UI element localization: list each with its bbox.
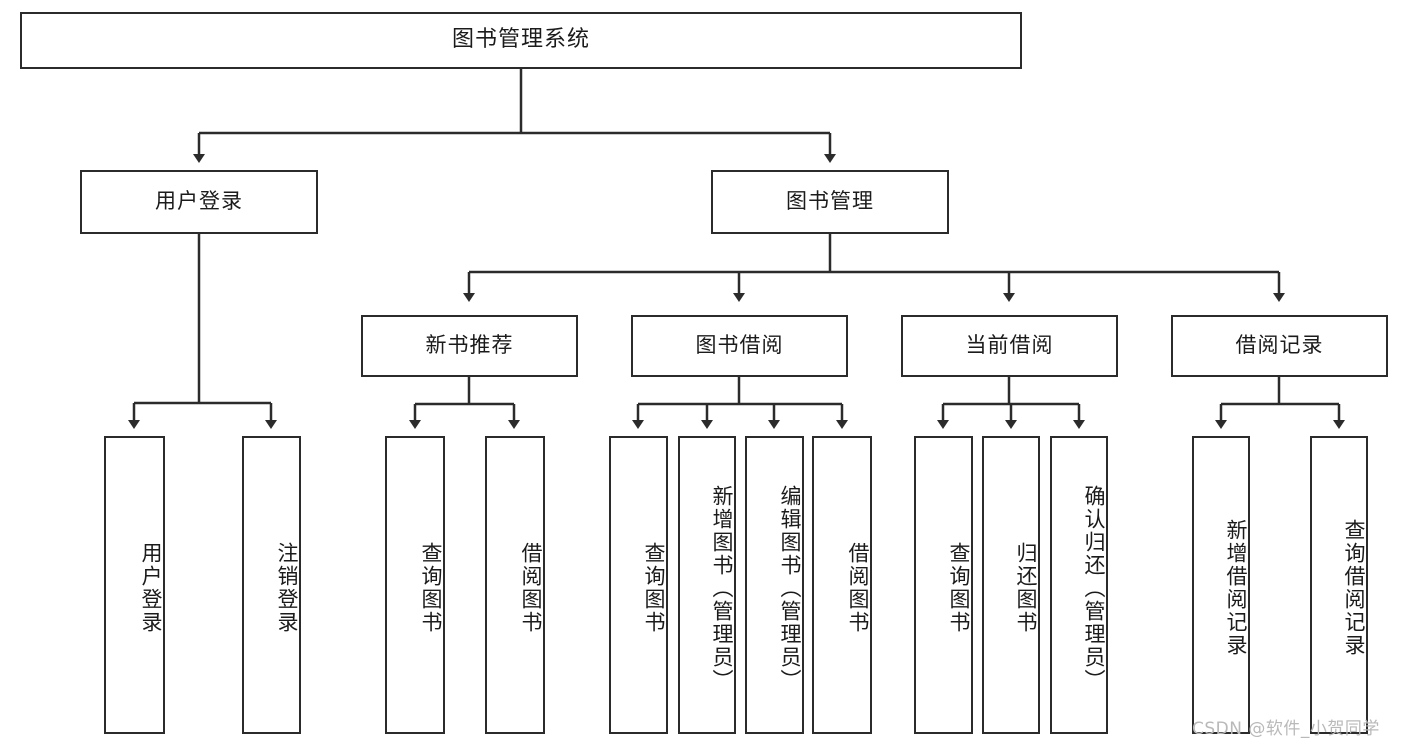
node-leaf-confirm-return-label: 确认归还（管理员） (1082, 484, 1106, 692)
node-leaf-borrow-book-1[interactable]: 借阅图书 (485, 436, 545, 734)
node-leaf-add-borrow-record[interactable]: 新增借阅记录 (1192, 436, 1250, 734)
node-root[interactable]: 图书管理系统 (20, 12, 1022, 69)
node-book-borrow[interactable]: 图书借阅 (631, 315, 848, 377)
node-user-login[interactable]: 用户登录 (80, 170, 318, 234)
node-leaf-query-book-3-label: 查询图书 (947, 542, 971, 634)
node-leaf-user-login-label: 用户登录 (139, 542, 163, 634)
node-leaf-query-book-3[interactable]: 查询图书 (914, 436, 973, 734)
node-leaf-query-book-1-label: 查询图书 (419, 542, 443, 634)
node-leaf-confirm-return[interactable]: 确认归还（管理员） (1050, 436, 1108, 734)
node-leaf-query-borrow-record-label: 查询借阅记录 (1342, 519, 1366, 657)
node-leaf-borrow-book-1-label: 借阅图书 (519, 542, 543, 634)
node-leaf-query-book-1[interactable]: 查询图书 (385, 436, 445, 734)
node-borrow-record[interactable]: 借阅记录 (1171, 315, 1388, 377)
node-current-borrow[interactable]: 当前借阅 (901, 315, 1118, 377)
node-leaf-add-book[interactable]: 新增图书（管理员） (678, 436, 736, 734)
node-leaf-add-borrow-record-label: 新增借阅记录 (1224, 519, 1248, 657)
node-leaf-edit-book[interactable]: 编辑图书（管理员） (745, 436, 804, 734)
node-book-manage[interactable]: 图书管理 (711, 170, 949, 234)
node-leaf-query-book-2-label: 查询图书 (642, 542, 666, 634)
node-leaf-borrow-book-2[interactable]: 借阅图书 (812, 436, 872, 734)
node-leaf-borrow-book-2-label: 借阅图书 (846, 542, 870, 634)
node-leaf-return-book-label: 归还图书 (1014, 542, 1038, 634)
node-leaf-user-logout-label: 注销登录 (275, 542, 299, 634)
node-leaf-return-book[interactable]: 归还图书 (982, 436, 1040, 734)
node-leaf-user-login[interactable]: 用户登录 (104, 436, 165, 734)
node-leaf-query-book-2[interactable]: 查询图书 (609, 436, 668, 734)
node-leaf-edit-book-label: 编辑图书（管理员） (778, 484, 802, 692)
watermark-text: CSDN @软件_小贺同学 (1192, 719, 1380, 739)
node-new-book-recommendation[interactable]: 新书推荐 (361, 315, 578, 377)
node-leaf-user-logout[interactable]: 注销登录 (242, 436, 301, 734)
node-leaf-add-book-label: 新增图书（管理员） (710, 484, 734, 692)
node-leaf-query-borrow-record[interactable]: 查询借阅记录 (1310, 436, 1368, 734)
